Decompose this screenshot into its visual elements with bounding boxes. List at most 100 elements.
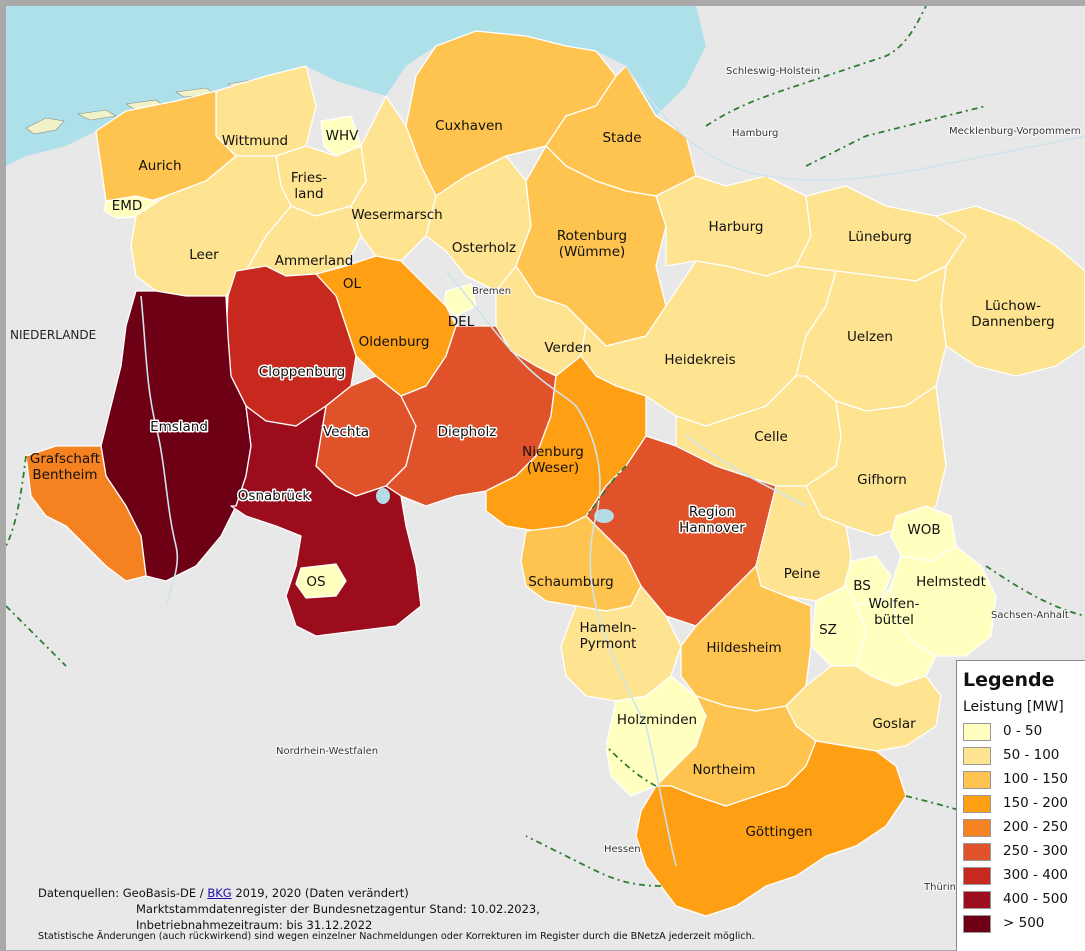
- district-label: Northeim: [693, 762, 756, 778]
- district-label: Goslar: [872, 716, 916, 732]
- district-label: EMD: [112, 198, 143, 214]
- legend-range-label: 400 - 500: [1003, 891, 1068, 907]
- legend-row: 250 - 300: [963, 843, 1085, 861]
- district-label: OS: [306, 574, 325, 590]
- legend-range-label: 150 - 200: [1003, 795, 1068, 811]
- neighbor-hessen: Hessen: [604, 844, 641, 855]
- district-label: Lüchow-Dannenberg: [971, 298, 1054, 330]
- district-wolfenbuttel[interactable]: [855, 585, 937, 687]
- sources-line2: Marktstammdatenregister der Bundesnetzag…: [136, 902, 540, 916]
- legend-swatch: [963, 867, 991, 885]
- legend-range-label: 100 - 150: [1003, 771, 1068, 787]
- district-label: Cuxhaven: [435, 118, 503, 134]
- district-label: Schaumburg: [528, 574, 614, 590]
- disclaimer: Statistische Änderungen (auch rückwirken…: [38, 931, 755, 942]
- legend-range-label: 50 - 100: [1003, 747, 1060, 763]
- north-sea: [6, 6, 566, 166]
- island: [77, 109, 117, 121]
- district-label: DEL: [448, 314, 475, 330]
- legend-row: 50 - 100: [963, 747, 1085, 765]
- rivers: [140, 65, 1085, 867]
- legend-row: 100 - 150: [963, 771, 1085, 789]
- legend-row: > 500: [963, 915, 1085, 933]
- district-label: Fries-land: [291, 170, 327, 202]
- legend-swatch: [963, 771, 991, 789]
- district-label: BS: [853, 578, 871, 594]
- neighbor-schleswig-holstein: Schleswig-Holstein: [726, 66, 820, 77]
- district-label: Oldenburg: [359, 334, 430, 350]
- neighbor-labels: Schleswig-Holstein Hamburg Mecklenburg-V…: [10, 65, 1082, 894]
- legend-range-label: 200 - 250: [1003, 819, 1068, 835]
- district-os[interactable]: [295, 563, 347, 599]
- district-label: Nienburg(Weser): [522, 444, 584, 476]
- sources-prefix: Datenquellen: GeoBasis-DE /: [38, 886, 208, 900]
- district-label: Lüneburg: [848, 229, 912, 245]
- district-label: Holzminden: [617, 712, 697, 728]
- district-label: Osterholz: [452, 240, 516, 256]
- district-label: Diepholz: [438, 424, 497, 440]
- neighbor-niederlande: NIEDERLANDE: [10, 328, 96, 342]
- district-label: Wesermarsch: [351, 207, 443, 223]
- district-label: Osnabrück: [238, 488, 311, 504]
- district-label: Uelzen: [847, 329, 893, 345]
- district-label: Peine: [784, 566, 821, 582]
- district-label: Cloppenburg: [259, 364, 345, 380]
- legend-row: 300 - 400: [963, 867, 1085, 885]
- district-label: SZ: [819, 622, 837, 638]
- legend-subtitle: Leistung [MW]: [963, 699, 1064, 715]
- legend-range-label: > 500: [1003, 915, 1045, 931]
- district-label: Rotenburg(Wümme): [557, 228, 627, 260]
- district-wesermarsch[interactable]: [350, 95, 437, 262]
- district-label: WHV: [326, 128, 359, 144]
- district-label: Stade: [602, 130, 641, 146]
- district-label: Harburg: [709, 219, 764, 235]
- dummer-lake: [376, 488, 390, 504]
- legend-swatch: [963, 843, 991, 861]
- legend-title: Legende: [963, 669, 1055, 691]
- district-luchow[interactable]: [935, 205, 1085, 377]
- district-hildesheim[interactable]: [680, 565, 812, 712]
- district-emsland[interactable]: [100, 290, 252, 582]
- neighbor-nordrhein-westfalen: Nordrhein-Westfalen: [276, 746, 378, 757]
- legend-range-label: 250 - 300: [1003, 843, 1068, 859]
- district-label: Emsland: [150, 419, 208, 435]
- legend-row: 200 - 250: [963, 819, 1085, 837]
- legend-swatch: [963, 891, 991, 909]
- district-label: Celle: [754, 429, 788, 445]
- district-label: Verden: [544, 340, 591, 356]
- district-label: Hildesheim: [706, 640, 781, 656]
- bkg-link[interactable]: BKG: [207, 886, 232, 900]
- district-label: Leer: [189, 247, 219, 263]
- data-sources: Datenquellen: GeoBasis-DE / BKG 2019, 20…: [38, 885, 540, 933]
- district-label: OL: [343, 276, 362, 292]
- island: [25, 117, 65, 135]
- legend-swatch: [963, 819, 991, 837]
- legend-row: 0 - 50: [963, 723, 1085, 741]
- district-osnabruck[interactable]: [230, 405, 422, 637]
- district-label: Heidekreis: [664, 352, 735, 368]
- district-label: Wittmund: [222, 133, 288, 149]
- state-borders: [6, 6, 1085, 887]
- district-label: WOB: [907, 522, 940, 538]
- legend-swatch: [963, 747, 991, 765]
- legend-swatch: [963, 723, 991, 741]
- neighbor-mecklenburg-vorpommern: Mecklenburg-Vorpommern: [949, 126, 1081, 137]
- steinhuder-meer: [594, 509, 614, 523]
- district-label: Ammerland: [275, 253, 354, 269]
- legend-row: 150 - 200: [963, 795, 1085, 813]
- district-label: Vechta: [323, 424, 369, 440]
- legend-range-label: 300 - 400: [1003, 867, 1068, 883]
- legend-swatch: [963, 915, 991, 933]
- district-label: Wolfen-büttel: [868, 596, 919, 628]
- sources-suffix: 2019, 2020 (Daten verändert): [231, 886, 409, 900]
- district-grafschaft[interactable]: [25, 445, 147, 582]
- district-label: Hameln-Pyrmont: [579, 620, 636, 652]
- legend-range-label: 0 - 50: [1003, 723, 1043, 739]
- district-label: Helmstedt: [916, 574, 986, 590]
- elbe-estuary: [566, 6, 706, 116]
